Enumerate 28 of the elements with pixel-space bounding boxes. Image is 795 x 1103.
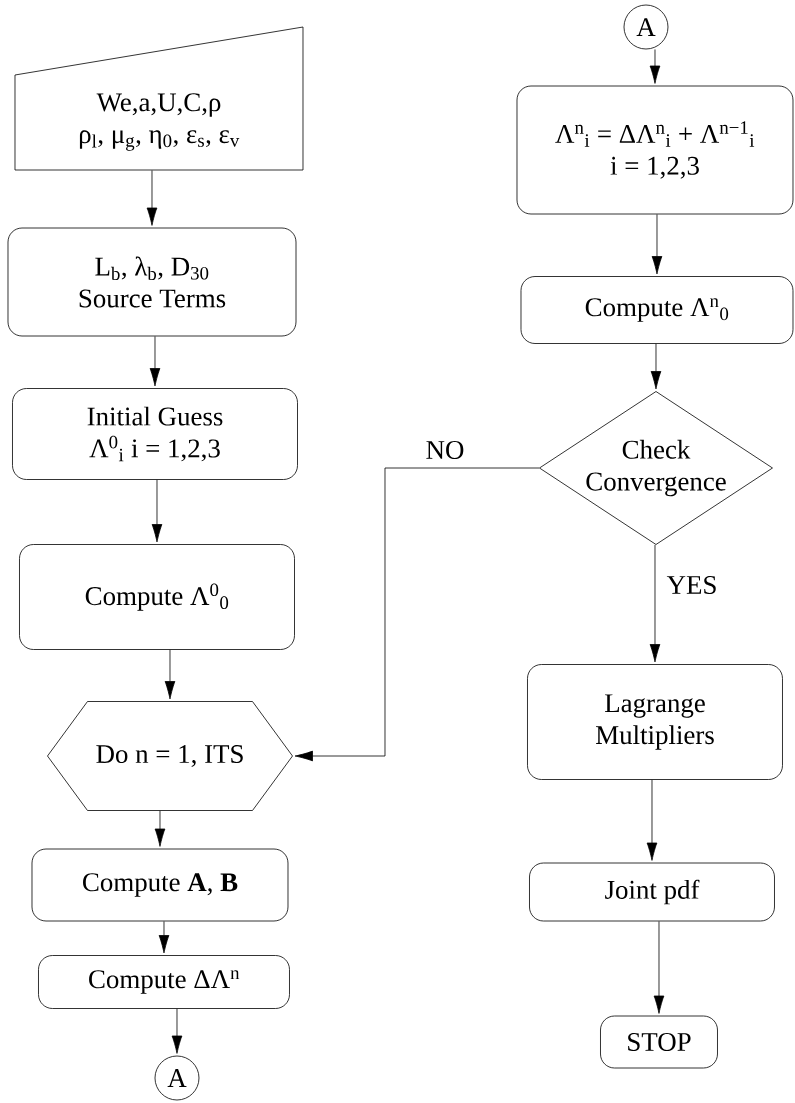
edge-label: NO [424,439,466,461]
arrow [649,544,661,663]
edge-label: YES [665,574,719,596]
arrow [294,467,540,762]
process-box: L$_{b}$, λ$_{b}$, D$_{30}$ Source Terms [7,227,297,337]
loop-hexagon: Do n = 1, ITS [47,701,293,811]
arrow [651,214,663,275]
process-box: Compute Λ$^{0}$0 [19,544,295,650]
process-box: Joint pdf [529,862,775,922]
process-box: Compute A, B [31,848,289,922]
arrow [146,170,158,226]
arrow [646,779,658,861]
input-box: We,a,U,C,ρ ρ$_{l}$, μ$_{g}$, η$_{0}$, ε$_{s}$, ε$_{v}$ [14,26,304,171]
process-box: Lagrange Multipliers [527,664,783,780]
arrow [653,921,665,1014]
arrow [151,479,163,543]
arrow [149,336,161,387]
terminal-box: STOP [600,1015,718,1069]
arrow [650,343,662,390]
arrow [154,810,166,847]
arrow [171,1008,183,1054]
process-box: Compute Λ$^{n}$0 [520,276,794,344]
process-box: Λ$^{n}$$_{i}$ = ΔΛ$^{n}$$_{i}$ + Λ$^{n−1}$i i = 1,2,3 [516,85,794,215]
arrow [164,649,176,700]
process-box: Compute ΔΛ$^{n}$ [38,955,290,1009]
arrow [649,49,661,84]
arrow [158,921,170,954]
process-box: Initial Guess Λ$^{0}$$_{i}$ i = 1,2,3 [12,388,298,480]
